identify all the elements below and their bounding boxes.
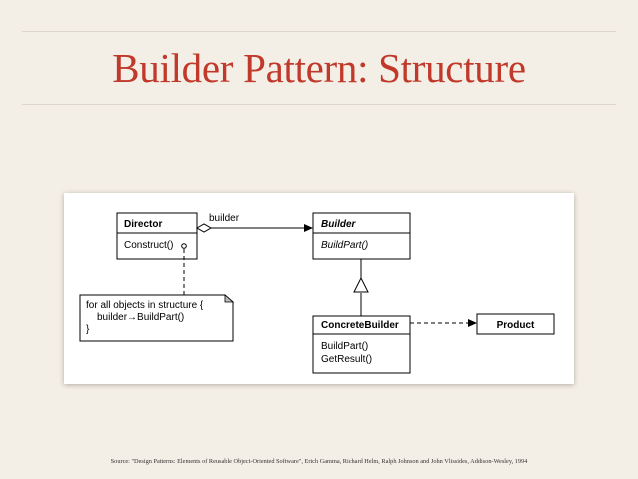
product-class-name: Product	[497, 320, 535, 331]
dependency-relation	[410, 319, 477, 327]
source-citation: Source: "Design Patterns: Elements of Re…	[110, 458, 528, 465]
concrete-builder-class: ConcreteBuilder BuildPart() GetResult()	[312, 315, 411, 374]
association-label: builder	[209, 213, 240, 224]
note-line-1: for all objects in structure {	[86, 300, 204, 311]
product-class: Product	[476, 313, 555, 335]
concrete-builder-buildpart-operation: BuildPart()	[321, 341, 368, 352]
builder-class-name: Builder	[321, 219, 357, 230]
code-note: for all objects in structure { builder→B…	[79, 294, 235, 342]
slide-title: Builder Pattern: Structure	[112, 45, 526, 91]
aggregation-diamond	[195, 223, 213, 233]
director-class-name: Director	[124, 219, 162, 230]
concrete-builder-getresult-operation: GetResult()	[321, 354, 372, 365]
association-arrowhead	[304, 224, 313, 232]
concrete-builder-class-name: ConcreteBuilder	[321, 320, 399, 331]
title-divider	[22, 104, 616, 105]
inheritance-triangle	[353, 276, 369, 293]
builder-class: Builder BuildPart()	[312, 212, 411, 260]
aggregation-association: builder	[195, 213, 313, 233]
note-line-2: builder→BuildPart()	[97, 312, 184, 323]
dependency-arrowhead	[468, 319, 477, 327]
director-construct-operation: Construct()	[124, 240, 173, 251]
top-divider	[22, 31, 616, 32]
builder-buildpart-operation: BuildPart()	[321, 240, 368, 251]
director-class: Director Construct()	[116, 212, 198, 260]
inheritance-relation	[353, 259, 369, 316]
note-anchor-line	[181, 243, 187, 295]
note-line-3: }	[86, 324, 90, 335]
